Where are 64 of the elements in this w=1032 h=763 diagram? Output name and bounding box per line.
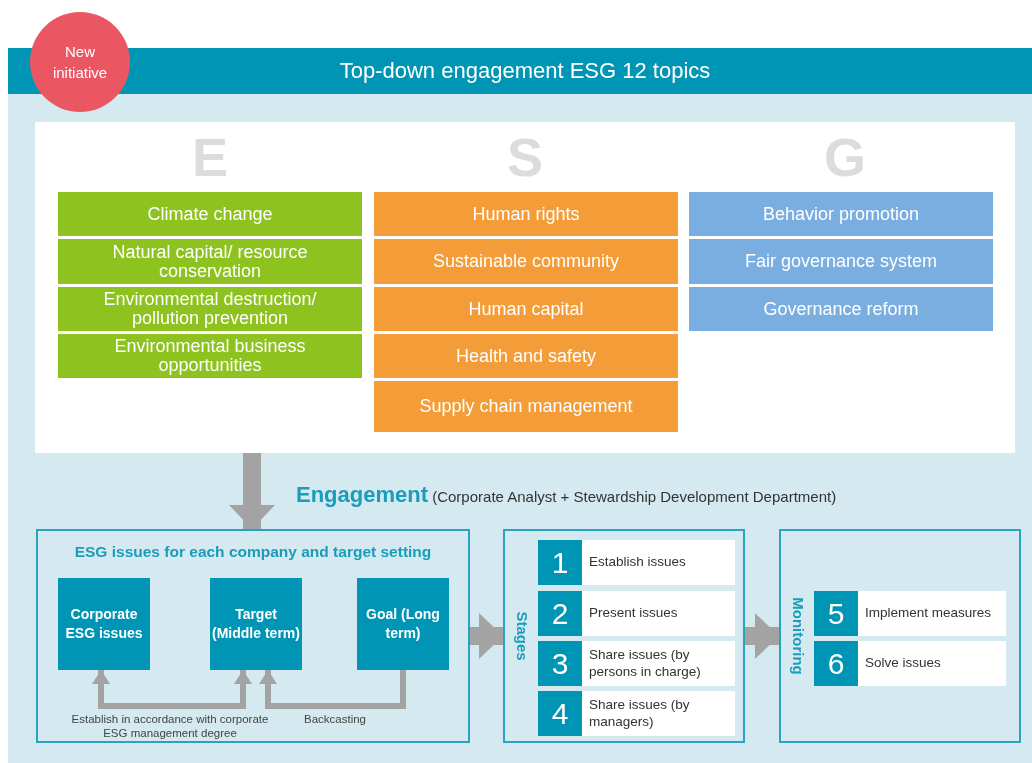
arrow: [92, 670, 252, 709]
step-number: 6: [814, 641, 858, 686]
step-text: Solve issues: [864, 654, 941, 673]
topic-label: Climate change: [147, 204, 273, 224]
topic-box: [58, 192, 362, 236]
topic-label: Governance reform: [763, 299, 919, 319]
arrow: [259, 670, 406, 709]
badge-label: New initiative: [51, 42, 109, 83]
topic-box: [58, 239, 362, 284]
topic-box: [374, 381, 678, 432]
step-row: [538, 691, 735, 736]
process-box: [357, 578, 449, 670]
step-row: [538, 641, 735, 686]
group-heading: Stages: [514, 611, 531, 661]
topic-box: [374, 192, 678, 236]
process-label: Goal (Long term): [365, 605, 441, 643]
step-text: Share issues (by managers): [588, 696, 691, 731]
topic-box: [689, 239, 993, 284]
topic-box: [689, 287, 993, 331]
step-number: 5: [814, 591, 858, 636]
topic-label: Behavior promotion: [762, 204, 920, 224]
process-box: [58, 578, 150, 670]
topic-label: Natural capital/ resource conservation: [111, 242, 309, 281]
topic-label: Environmental business opportunities: [113, 337, 307, 375]
process-label: Target (Middle term): [212, 605, 300, 643]
arrow: [229, 453, 275, 529]
section-heading: Engagement (Corporate Analyst + Stewardship Development Department): [296, 482, 838, 508]
topic-box: [58, 334, 362, 378]
topic-label: Sustainable community: [432, 252, 620, 271]
title: Top-down engagement ESG 12 topics: [338, 58, 712, 84]
topic-box: [689, 192, 993, 236]
edge-label: Establish in accordance with corporate ESG management degree: [70, 712, 270, 741]
topic-box: [374, 334, 678, 378]
step-number: 4: [538, 691, 582, 736]
step-number: 1: [538, 540, 582, 585]
step-text: Implement measures: [864, 604, 992, 623]
step-number: 3: [538, 641, 582, 686]
arrow: [470, 613, 503, 659]
step-text: Establish issues: [588, 553, 686, 572]
panel-background: [35, 122, 1015, 453]
group-heading: ESG issues for each company and target setting: [73, 543, 433, 561]
step-row: [814, 591, 1006, 636]
step-row: [538, 591, 735, 636]
process-label: Corporate ESG issues: [64, 605, 144, 643]
topic-label: Fair governance system: [744, 252, 938, 271]
topic-label: Health and safety: [455, 346, 597, 366]
topic-label: Supply chain management: [419, 397, 633, 416]
topic-box: [374, 239, 678, 284]
topic-label: Human capital: [468, 299, 584, 319]
arrow: [745, 613, 779, 659]
group-frame: [779, 529, 1021, 743]
topic-box: [58, 287, 362, 331]
step-row: [814, 641, 1006, 686]
step-number: 2: [538, 591, 582, 636]
group-frame: [36, 529, 470, 743]
topic-box: [374, 287, 678, 331]
step-text: Present issues: [588, 604, 678, 623]
step-text: Share issues (by persons in charge): [588, 646, 702, 681]
topic-label: Environmental destruction/ pollution prevention: [102, 290, 318, 328]
group-heading: Monitoring: [790, 597, 807, 675]
topic-label: Human rights: [472, 204, 580, 224]
process-box: [210, 578, 302, 670]
step-row: [538, 540, 735, 585]
group-frame: [503, 529, 745, 743]
